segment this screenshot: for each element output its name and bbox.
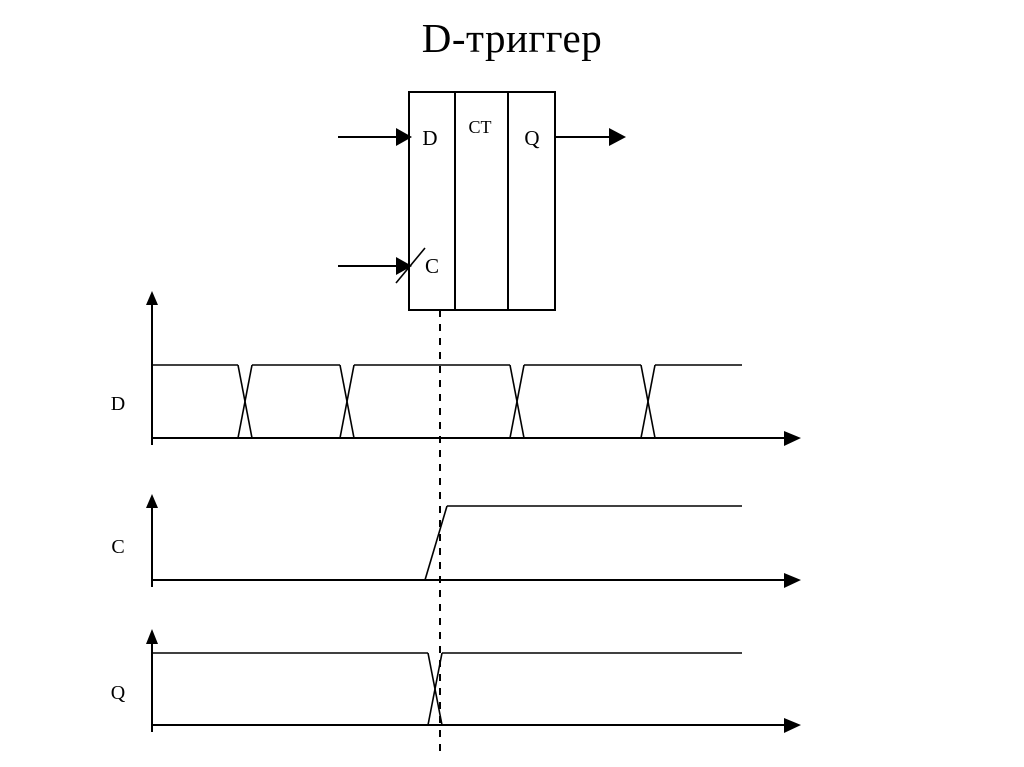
block-label-q: Q <box>524 126 539 150</box>
dynamic-input-slash-icon <box>395 247 426 284</box>
signal-c-waveform <box>424 505 742 581</box>
axis-arrowhead-icon <box>784 431 801 446</box>
bus-crossing <box>339 364 355 439</box>
arrowhead-icon <box>609 128 626 146</box>
block-label-c: C <box>425 254 439 278</box>
signal-d: D <box>111 291 801 446</box>
d-flip-flop-block: D CT Q C <box>338 91 626 311</box>
signal-q-waveform <box>152 652 742 726</box>
block-label-ct: CT <box>468 117 491 137</box>
signal-d-label: D <box>111 393 125 415</box>
pin-q-output <box>555 128 626 146</box>
bus-crossing <box>509 364 525 439</box>
axis-arrowhead-icon <box>784 573 801 588</box>
axis-arrowhead-icon <box>146 494 158 508</box>
bus-crossing <box>237 364 253 439</box>
arrowhead-icon <box>396 257 412 275</box>
arrowhead-icon <box>396 128 412 146</box>
bus-crossing <box>640 364 656 439</box>
pin-d-input <box>338 128 412 146</box>
signal-q-label: Q <box>111 682 126 704</box>
page-title: D-триггер <box>421 15 603 61</box>
signal-c-label: C <box>111 536 124 558</box>
clock-rising-edge <box>424 505 448 581</box>
signal-q: Q <box>111 629 801 733</box>
block-label-d: D <box>422 126 437 150</box>
signal-d-waveform <box>152 364 742 439</box>
pin-c-input <box>338 247 426 284</box>
axis-arrowhead-icon <box>146 629 158 644</box>
axis-arrowhead-icon <box>146 291 158 305</box>
axis-arrowhead-icon <box>784 718 801 733</box>
signal-c: C <box>111 494 801 588</box>
bus-crossing <box>427 652 443 726</box>
block-outline <box>408 91 556 311</box>
